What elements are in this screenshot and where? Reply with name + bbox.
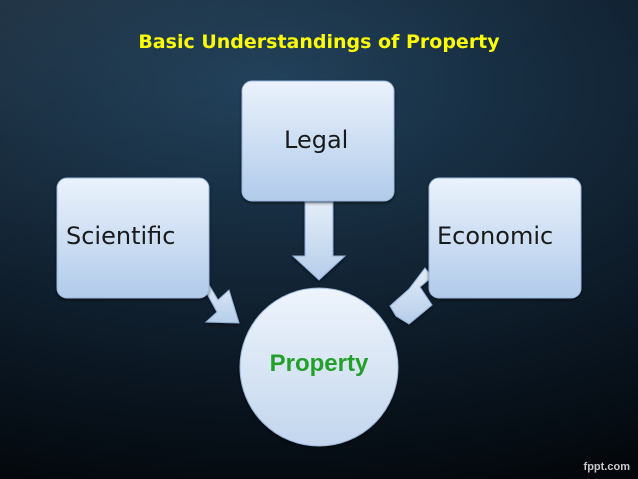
slide-title: Basic Understandings of Property: [138, 31, 500, 53]
arrow-economic-to-property: [389, 267, 433, 325]
node-property-circle: [239, 287, 399, 447]
arrow-scientific-to-property: [204, 276, 240, 324]
node-economic-box: [428, 177, 582, 299]
node-scientific-label: Scientific: [66, 222, 176, 250]
arrow-legal-to-property: [291, 201, 347, 281]
node-economic-label: Economic: [437, 222, 554, 250]
node-property-label: Property: [269, 350, 369, 377]
node-legal-label: Legal: [284, 126, 349, 154]
node-scientific-box: [56, 177, 210, 299]
brand-watermark: fppt.com: [583, 461, 630, 473]
node-legal-box: [241, 80, 395, 202]
